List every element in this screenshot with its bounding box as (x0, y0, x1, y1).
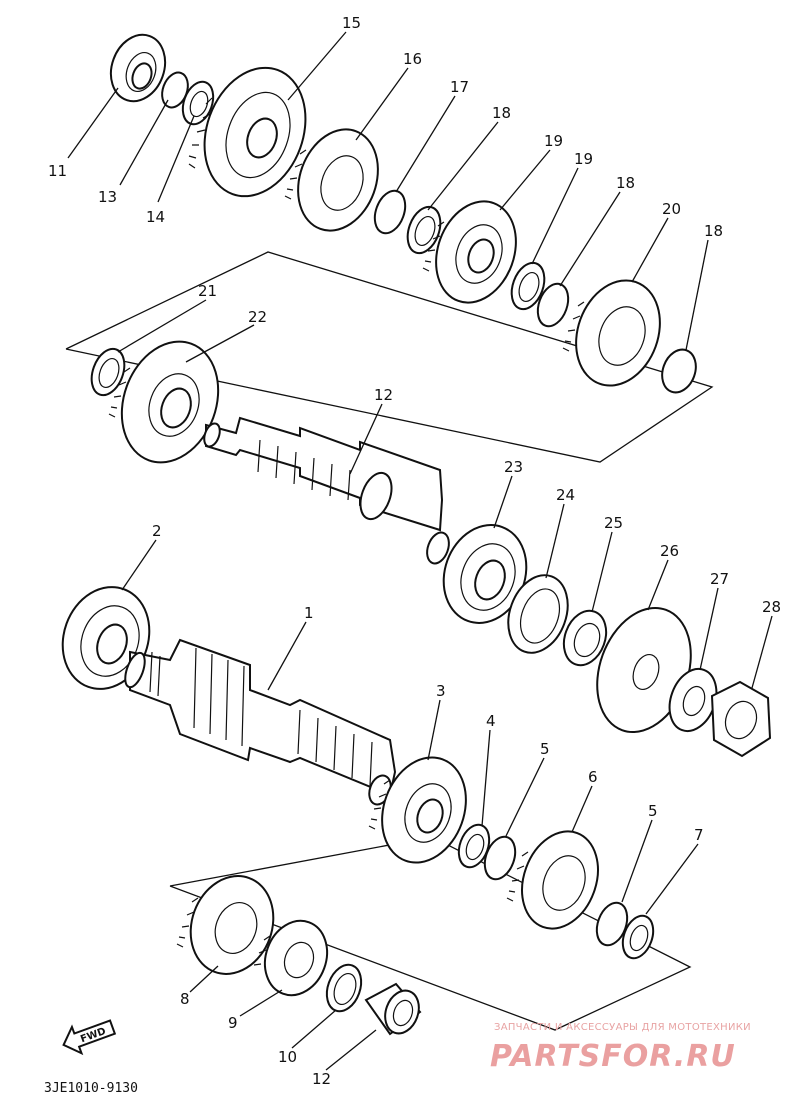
part-12-bearing (109, 33, 167, 103)
part-21-gear (562, 279, 661, 387)
callout-27: 26 (660, 542, 679, 560)
watermark-tagline: ЗАПЧАСТИ И АКСЕССУАРЫ ДЛЯ МОТОТЕХНИКИ (494, 1022, 751, 1033)
callout-14: 13 (98, 188, 117, 206)
part-29-nut (710, 680, 772, 758)
callout-28: 27 (710, 570, 729, 588)
part-2-bearing (61, 586, 151, 690)
callout-1: 1 (304, 604, 314, 622)
part-26-collar (562, 609, 608, 667)
callout-10: 10 (278, 1048, 297, 1066)
callout-23: 22 (248, 308, 267, 326)
lower-group-outline (169, 836, 692, 1031)
part-10-washer (325, 963, 363, 1013)
part-5-circlip-b (595, 901, 629, 947)
part-23-gear (108, 340, 220, 464)
callout-15: 14 (146, 208, 165, 226)
part-7-washer (621, 914, 655, 960)
part-17-gear (284, 128, 379, 232)
part-19-washer-a (406, 205, 442, 255)
part-25-oil-seal (507, 574, 569, 654)
callout-22: 21 (198, 282, 217, 300)
part-20-gear (422, 200, 517, 304)
callout-4: 4 (486, 712, 496, 730)
callout-24: 23 (504, 458, 523, 476)
callout-6: 6 (588, 768, 598, 786)
callout-29: 28 (762, 598, 781, 616)
part-22-washer (90, 347, 126, 397)
callout-5a: 5 (540, 740, 550, 758)
callout-16: 15 (342, 14, 361, 32)
callout-8: 8 (180, 990, 190, 1008)
callout-3: 3 (436, 682, 446, 700)
callout-19a: 18 (492, 104, 511, 122)
part-6-gear (506, 830, 599, 930)
callout-20: 19 (544, 132, 563, 150)
callout-25: 24 (556, 486, 575, 504)
callout-labels: 11 13 14 15 16 17 18 19 19 18 20 18 21 2… (48, 14, 781, 1088)
callout-18a: 17 (450, 78, 469, 96)
callout-19b: 19 (574, 150, 593, 168)
part-24-bearing (442, 524, 528, 624)
upper-group-outline (65, 251, 714, 463)
callout-7: 7 (694, 826, 704, 844)
part-18-circlip-a (373, 189, 407, 235)
part-1-drive-axle (124, 638, 397, 806)
callout-18c: 18 (704, 222, 723, 240)
watermark-logo: PARTSFOR.RU (490, 1039, 736, 1074)
part-3-gear (368, 756, 467, 864)
part-28-lock-washer (668, 668, 718, 732)
part-9-gear (253, 919, 329, 997)
part-16-gear (188, 66, 307, 198)
leader-lines (67, 31, 773, 1071)
callout-2: 2 (152, 522, 162, 540)
callout-18b: 18 (616, 174, 635, 192)
part-11-needle-bearing (364, 982, 422, 1036)
callout-11: 12 (312, 1070, 331, 1088)
part-13-main-axle (203, 416, 450, 565)
callout-26: 25 (604, 514, 623, 532)
callout-12: 11 (48, 162, 67, 180)
callout-5b: 5 (648, 802, 658, 820)
part-15-washer (181, 80, 215, 126)
part-19-washer-b (510, 261, 546, 311)
part-4-washer (457, 823, 491, 869)
drawing-code: 3JE1010-9130 (44, 1081, 138, 1096)
callout-21: 20 (662, 200, 681, 218)
callout-17: 16 (403, 50, 422, 68)
part-8-gear (176, 875, 275, 975)
part-5-circlip-a (483, 835, 517, 881)
part-18-circlip-c (661, 348, 697, 394)
fwd-arrow-icon: FWD (62, 1019, 117, 1056)
callout-9: 9 (228, 1014, 238, 1032)
callout-13: 12 (374, 386, 393, 404)
